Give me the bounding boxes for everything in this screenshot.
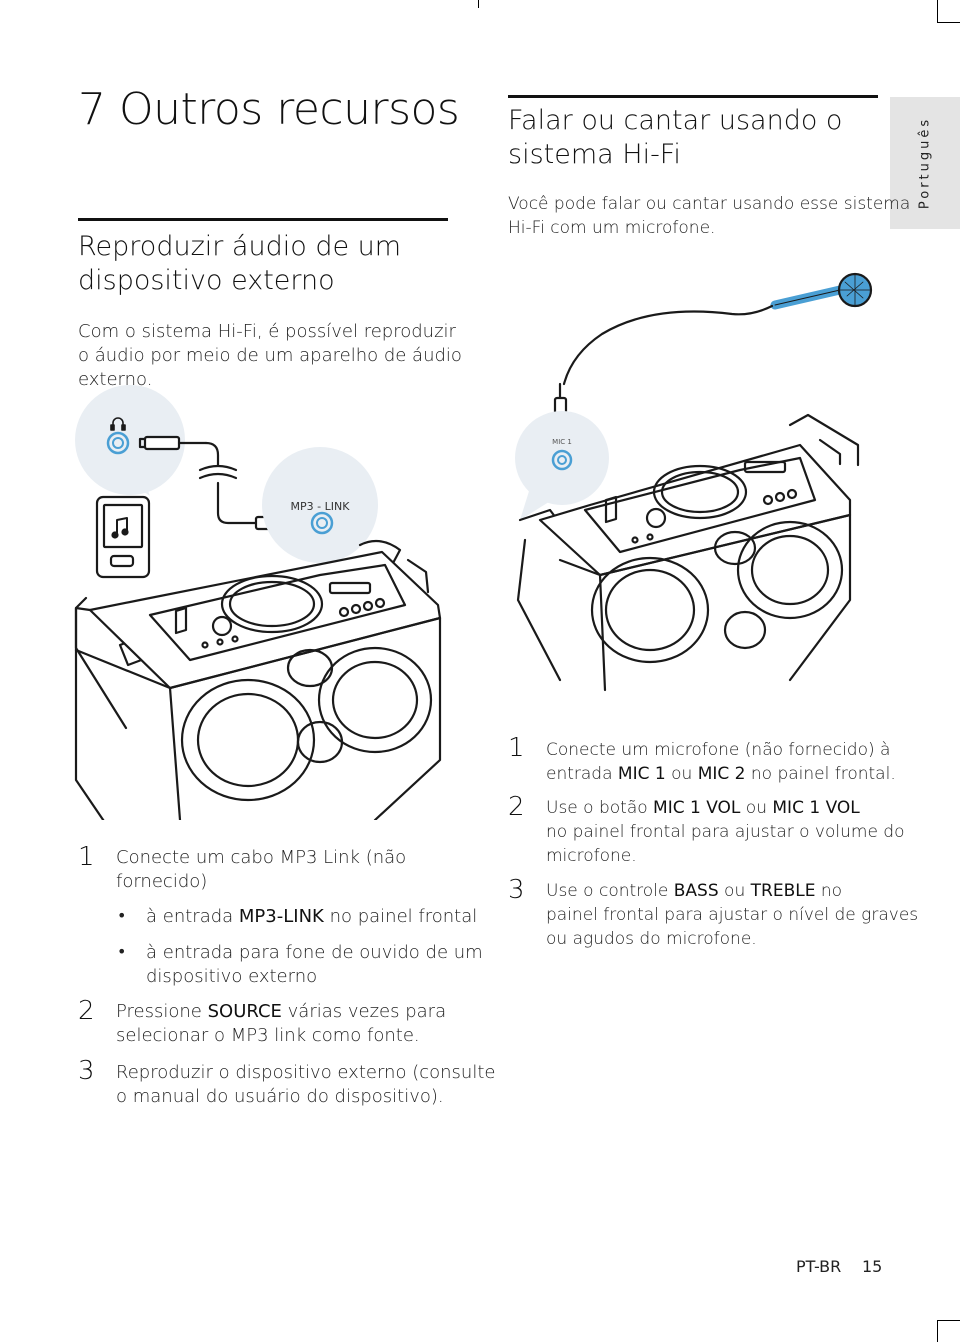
mic-cable bbox=[553, 304, 774, 434]
language-tab-label: Português bbox=[917, 116, 933, 210]
step-number: 3 bbox=[78, 1056, 95, 1086]
speaker-unit-left bbox=[74, 539, 442, 820]
step-text-left-2: Pressione SOURCE várias vezes para selec… bbox=[116, 1001, 447, 1046]
section-title-left: Reproduzir áudio de um dispositivo exter… bbox=[78, 231, 402, 296]
mp3-link-label: MP3 - LINK bbox=[291, 500, 351, 513]
step-number: 3 bbox=[508, 875, 525, 905]
step-number: 2 bbox=[78, 996, 95, 1026]
section-rule-right bbox=[508, 95, 878, 98]
bullet-text-mp3-link: à entrada MP3-LINK no painel frontal bbox=[146, 906, 478, 927]
crop-mark bbox=[937, 1320, 960, 1321]
section-rule-left bbox=[78, 218, 448, 221]
step-text-left-3: Reproduzir o dispositivo externo (consul… bbox=[116, 1062, 496, 1107]
headphone-jack-callout bbox=[75, 385, 185, 496]
step-number: 1 bbox=[78, 842, 95, 872]
bullet-marker: • bbox=[117, 942, 127, 961]
intro-text-left: Com o sistema Hi-Fi, é possível reproduz… bbox=[78, 321, 462, 390]
language-tab bbox=[890, 97, 960, 229]
mic1-label: MIC 1 bbox=[552, 438, 572, 446]
microphone bbox=[770, 272, 873, 310]
crop-mark bbox=[937, 22, 960, 23]
page-number: 15 bbox=[862, 1257, 883, 1276]
crop-mark bbox=[937, 1320, 938, 1342]
crop-mark bbox=[937, 0, 938, 22]
bullet-text-headphone: à entrada para fone de ouvido de um disp… bbox=[146, 942, 483, 987]
step-text-right-3: Use o controle BASS ou TREBLE no painel … bbox=[546, 881, 919, 949]
step-text-right-2: Use o botão MIC 1 VOL ou MIC 1 VOL no pa… bbox=[546, 798, 905, 866]
step-text-left-1: Conecte um cabo MP3 Link (não fornecido) bbox=[116, 847, 407, 892]
headphone-icon bbox=[110, 417, 126, 431]
chapter-title: 7 Outros recursos bbox=[78, 84, 460, 135]
mp3-player-device bbox=[95, 495, 151, 579]
step-text-right-1: Conecte um microfone (não fornecido) à e… bbox=[546, 740, 896, 784]
crop-mark bbox=[478, 0, 479, 8]
footer-language-code: PT-BR bbox=[796, 1257, 842, 1276]
bullet-marker: • bbox=[117, 906, 127, 925]
mic1-port-callout bbox=[515, 411, 609, 520]
intro-text-right: Você pode falar ou cantar usando esse si… bbox=[508, 194, 911, 238]
section-title-right: Falar ou cantar usando o sistema Hi-Fi bbox=[508, 105, 843, 170]
step-number: 2 bbox=[508, 792, 525, 822]
step-number: 1 bbox=[508, 733, 525, 763]
speaker-unit-right bbox=[516, 413, 860, 692]
connection-illustration: MP3 - LINK MIC 1 bbox=[74, 272, 873, 820]
